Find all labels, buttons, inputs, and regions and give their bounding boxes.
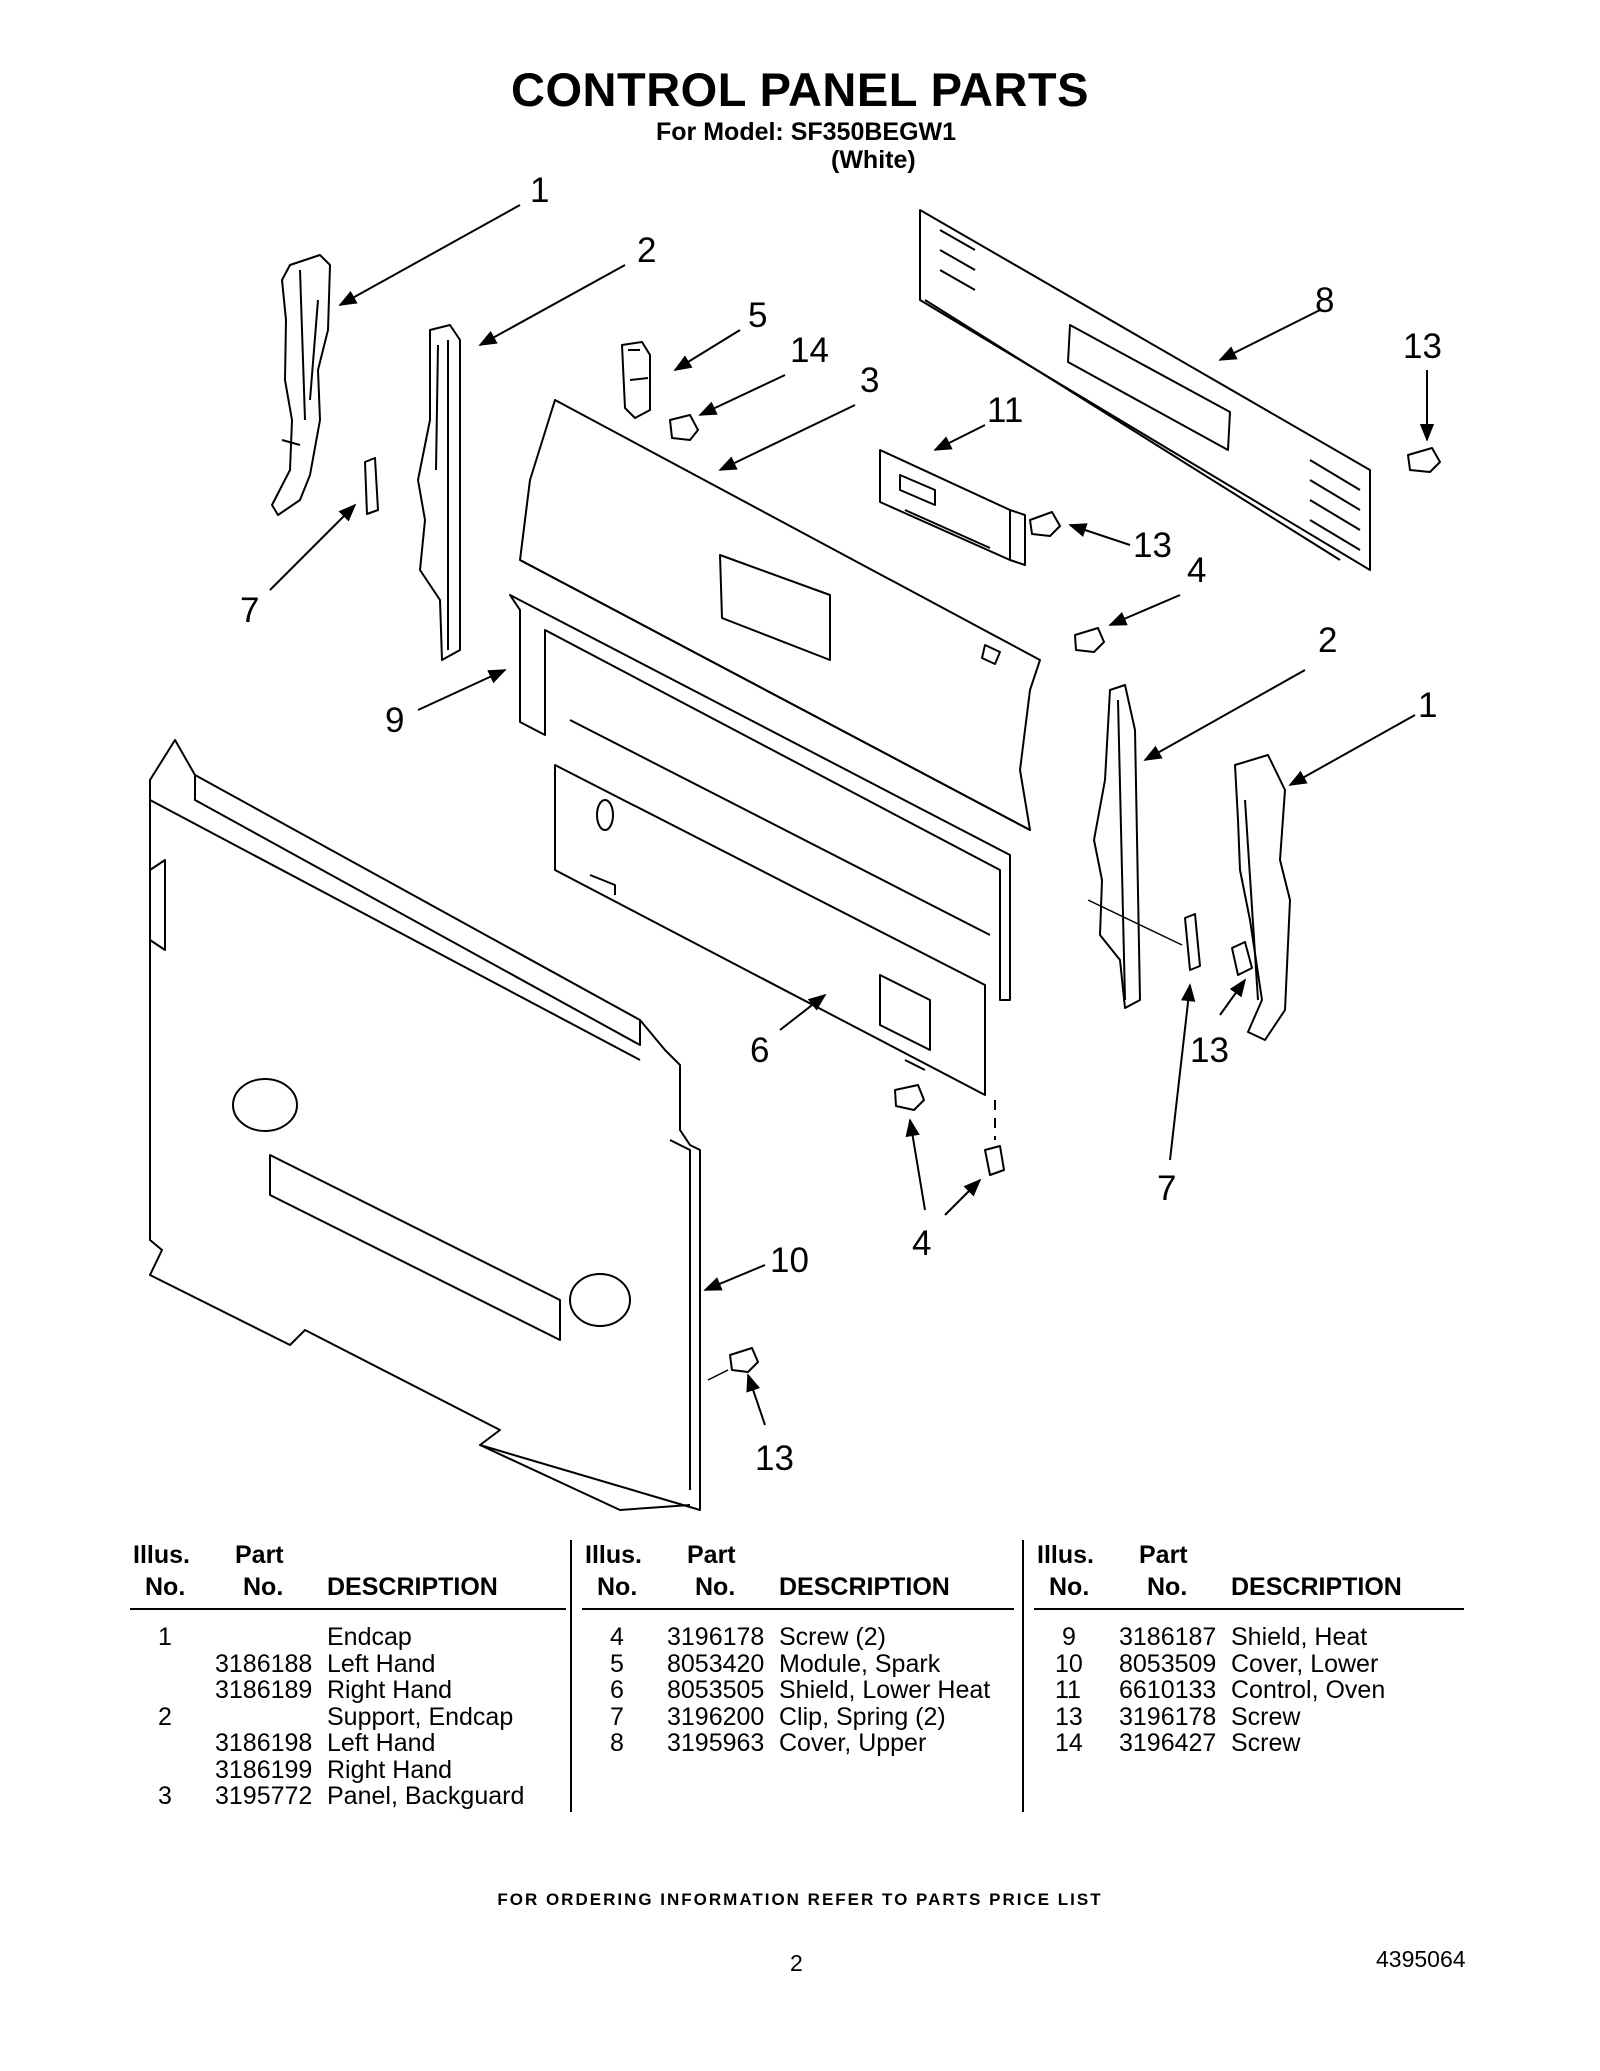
description-header: DESCRIPTION xyxy=(327,1573,498,1601)
illus-header-line1: Illus. xyxy=(1037,1541,1094,1569)
callout-13-control: 13 xyxy=(1133,526,1172,565)
screw-13-control-part xyxy=(1029,511,1061,537)
screw-4-lower-right-part xyxy=(984,1145,1005,1176)
callout-4-upper: 4 xyxy=(1187,551,1206,590)
description-header: DESCRIPTION xyxy=(779,1573,950,1601)
callout-10: 10 xyxy=(770,1241,809,1280)
callout-6: 6 xyxy=(750,1031,769,1070)
screw-14-part xyxy=(669,414,699,441)
illus-header-line1: Illus. xyxy=(585,1541,642,1569)
callout-1-right: 1 xyxy=(1418,686,1437,725)
backguard-panel-part xyxy=(519,399,1041,831)
callout-5: 5 xyxy=(748,296,767,335)
callout-2-right: 2 xyxy=(1318,621,1337,660)
part-header-line2: No. xyxy=(695,1573,736,1601)
screw-13-bottom-part xyxy=(729,1347,759,1373)
callout-7-right: 7 xyxy=(1157,1169,1176,1208)
table-divider-1 xyxy=(570,1540,572,1812)
part-header-line2: No. xyxy=(1147,1573,1188,1601)
illus-header-line2: No. xyxy=(597,1573,638,1601)
callout-14: 14 xyxy=(790,331,829,370)
illus-header-line2: No. xyxy=(1049,1573,1090,1601)
callout-8: 8 xyxy=(1315,281,1334,320)
part-header-line1: Part xyxy=(687,1541,736,1569)
part-header-line1: Part xyxy=(1139,1541,1188,1569)
screw-4-lower-left-part xyxy=(894,1084,925,1111)
spring-clip-right-part xyxy=(1184,913,1201,971)
illus-header-line1: Illus. xyxy=(133,1541,190,1569)
endcap-left-part xyxy=(271,254,331,516)
callout-13-right: 13 xyxy=(1190,1031,1229,1070)
callout-13-upper-right: 13 xyxy=(1403,327,1442,366)
heat-shield-part xyxy=(509,594,1011,1001)
document-number: 4395064 xyxy=(1376,1946,1466,1972)
part-header-line2: No. xyxy=(243,1573,284,1601)
page-title: CONTROL PANEL PARTS xyxy=(511,63,1089,116)
upper-cover-part xyxy=(919,209,1371,571)
support-endcap-right-part xyxy=(1093,684,1141,1009)
page-number: 2 xyxy=(790,1950,803,1976)
callout-1-left: 1 xyxy=(530,171,549,210)
callout-9: 9 xyxy=(385,701,404,740)
description-header: DESCRIPTION xyxy=(1231,1573,1402,1601)
callout-labels: 1 2 5 14 3 8 13 11 13 4 7 9 2 1 6 13 7 4… xyxy=(240,171,1442,1478)
callout-13-bottom: 13 xyxy=(755,1439,794,1478)
screw-13-upper-right-part xyxy=(1407,447,1441,473)
spring-clip-left-part xyxy=(364,457,379,515)
parts-table-header: Illus. No. Part No. DESCRIPTION xyxy=(582,1540,1014,1610)
screw-4-upper-part xyxy=(1074,627,1105,653)
parts-table-header: Illus. No. Part No. DESCRIPTION xyxy=(1034,1540,1464,1610)
model-subtitle: For Model: SF350BEGW1 (White) xyxy=(656,118,956,174)
ordering-note: FOR ORDERING INFORMATION REFER TO PARTS … xyxy=(497,1890,1103,1909)
illus-header-line2: No. xyxy=(145,1573,186,1601)
part-header-line1: Part xyxy=(235,1541,284,1569)
endcap-right-part xyxy=(1234,754,1291,1041)
lower-cover-part xyxy=(149,739,701,1511)
support-endcap-left-part xyxy=(417,324,461,661)
table-divider-2 xyxy=(1022,1540,1024,1812)
exploded-parts-diagram: 1 2 5 14 3 8 13 11 13 4 7 9 2 1 6 13 7 4… xyxy=(149,171,1442,1511)
callout-7-left: 7 xyxy=(240,591,259,630)
screw-13-right-part xyxy=(1231,941,1253,976)
callout-3: 3 xyxy=(860,361,879,400)
spark-module-part xyxy=(621,341,651,419)
callout-11: 11 xyxy=(987,391,1023,430)
parts-table-header: Illus. No. Part No. DESCRIPTION xyxy=(130,1540,566,1610)
lower-heat-shield-part xyxy=(554,764,986,1096)
leader-lines xyxy=(269,204,1435,1426)
model-variant: (White) xyxy=(831,146,916,174)
callout-4-lower: 4 xyxy=(912,1224,931,1263)
callout-2-left: 2 xyxy=(637,231,656,270)
oven-control-part xyxy=(879,449,1026,566)
model-line: For Model: SF350BEGW1 xyxy=(656,118,957,146)
